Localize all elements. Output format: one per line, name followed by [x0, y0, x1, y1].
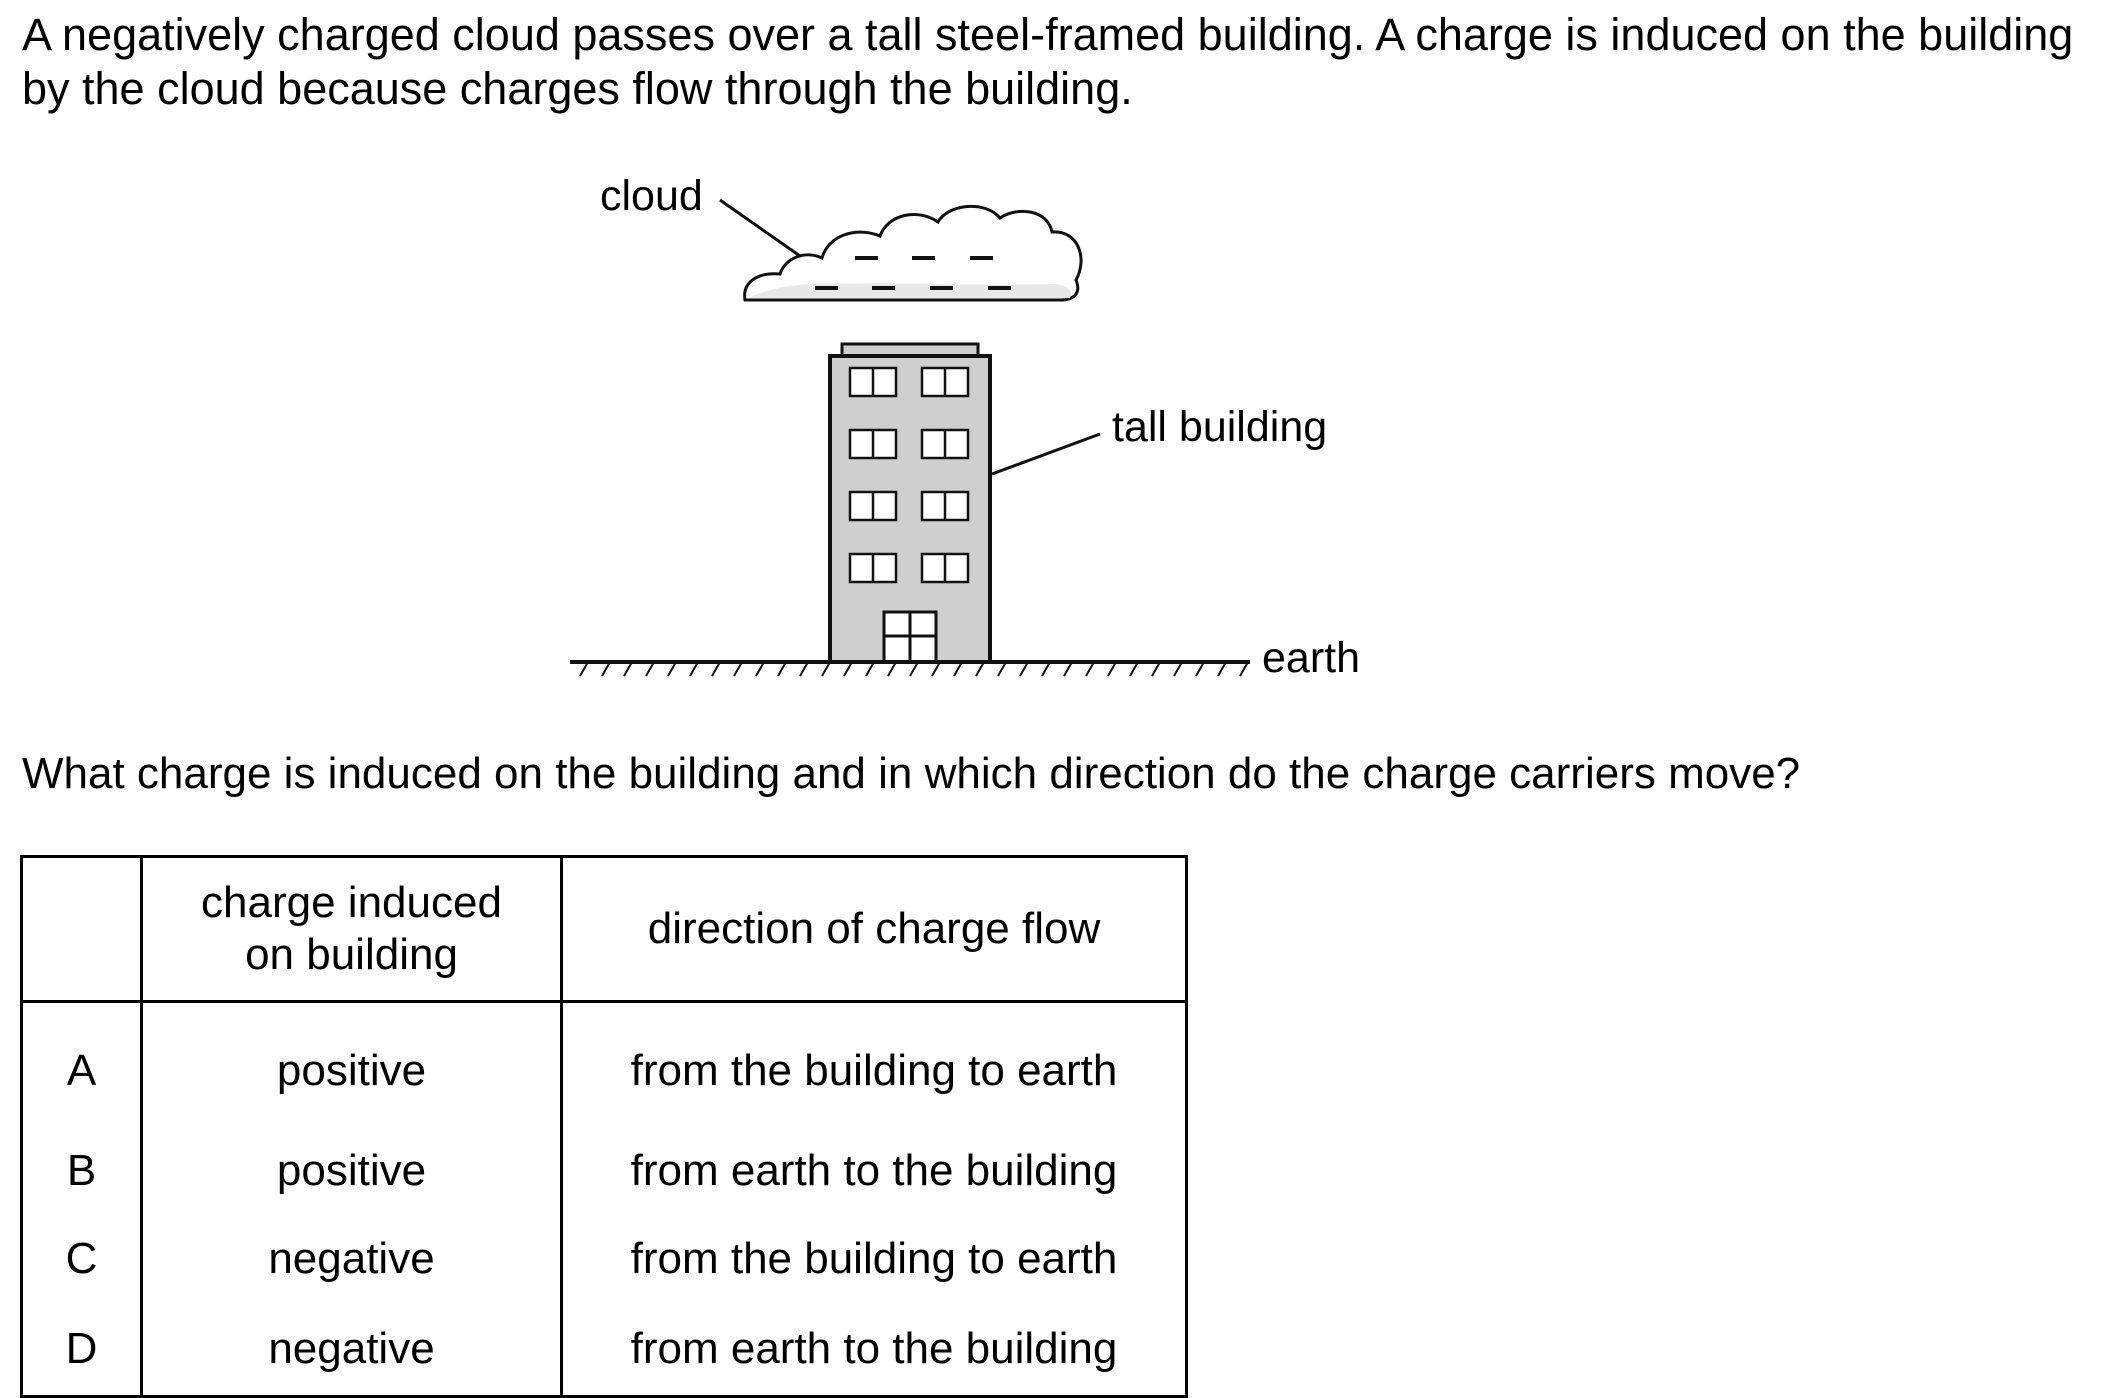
- table-row[interactable]: D negative from earth to the building: [20, 1303, 1188, 1398]
- ground-hatch: [799, 661, 809, 677]
- table-header-row: charge induced on building direction of …: [20, 855, 1188, 1003]
- ground-hatch: [1173, 661, 1183, 677]
- header-key: [20, 855, 143, 1003]
- ground-hatch: [645, 661, 655, 677]
- earth-label: earth: [1262, 634, 1360, 682]
- ground-hatch: [1217, 661, 1227, 677]
- table-row[interactable]: A positive from the building to earth: [20, 1001, 1188, 1127]
- option-charge: positive: [140, 1127, 563, 1215]
- option-direction: from earth to the building: [560, 1303, 1188, 1398]
- ground-hatch: [953, 661, 963, 677]
- option-charge: negative: [140, 1215, 563, 1303]
- option-key: D: [20, 1303, 143, 1398]
- ground-hatch: [1019, 661, 1029, 677]
- ground-hatch: [667, 661, 677, 677]
- ground-hatch: [997, 661, 1007, 677]
- option-key: A: [20, 1001, 143, 1127]
- ground-hatch: [865, 661, 875, 677]
- header-charge: charge induced on building: [140, 855, 563, 1003]
- table-row[interactable]: C negative from the building to earth: [20, 1215, 1188, 1303]
- ground-hatch: [1151, 661, 1161, 677]
- ground-line: [570, 660, 1250, 677]
- cloud-building-diagram: cloud tall building earth: [570, 172, 1360, 682]
- header-direction: direction of charge flow: [560, 855, 1188, 1003]
- ground-hatch: [1239, 661, 1249, 677]
- cloud-icon: [743, 204, 1083, 302]
- answer-table: charge induced on building direction of …: [20, 855, 1188, 1398]
- header-charge-text: charge induced on building: [201, 878, 502, 979]
- option-charge: negative: [140, 1303, 563, 1398]
- ground-hatch: [931, 661, 941, 677]
- ground-hatch: [887, 661, 897, 677]
- option-charge: positive: [140, 1001, 563, 1127]
- table-row[interactable]: B positive from earth to the building: [20, 1127, 1188, 1215]
- ground-hatch: [689, 661, 699, 677]
- option-direction: from earth to the building: [560, 1127, 1188, 1215]
- cloud-label: cloud: [600, 172, 703, 220]
- option-direction: from the building to earth: [560, 1001, 1188, 1127]
- ground-hatch: [733, 661, 743, 677]
- option-direction: from the building to earth: [560, 1215, 1188, 1303]
- ground-hatch: [623, 661, 633, 677]
- ground-hatch: [1195, 661, 1205, 677]
- ground-hatch: [1063, 661, 1073, 677]
- ground-hatch: [1085, 661, 1095, 677]
- option-key: C: [20, 1215, 143, 1303]
- ground-hatch: [711, 661, 721, 677]
- ground-hatch: [755, 661, 765, 677]
- ground-hatch: [909, 661, 919, 677]
- ground-hatch: [601, 661, 611, 677]
- ground-hatch: [1107, 661, 1117, 677]
- ground-hatch: [821, 661, 831, 677]
- building-icon: [828, 342, 992, 664]
- question-text: What charge is induced on the building a…: [22, 749, 1801, 798]
- ground-hatch: [843, 661, 853, 677]
- ground-hatch: [975, 661, 985, 677]
- ground-hatch: [777, 661, 787, 677]
- ground-hatch: [579, 661, 589, 677]
- building-label: tall building: [1112, 403, 1327, 451]
- ground-hatch: [1129, 661, 1139, 677]
- option-key: B: [20, 1127, 143, 1215]
- intro-text: A negatively charged cloud passes over a…: [22, 9, 2074, 114]
- ground-hatch: [1041, 661, 1051, 677]
